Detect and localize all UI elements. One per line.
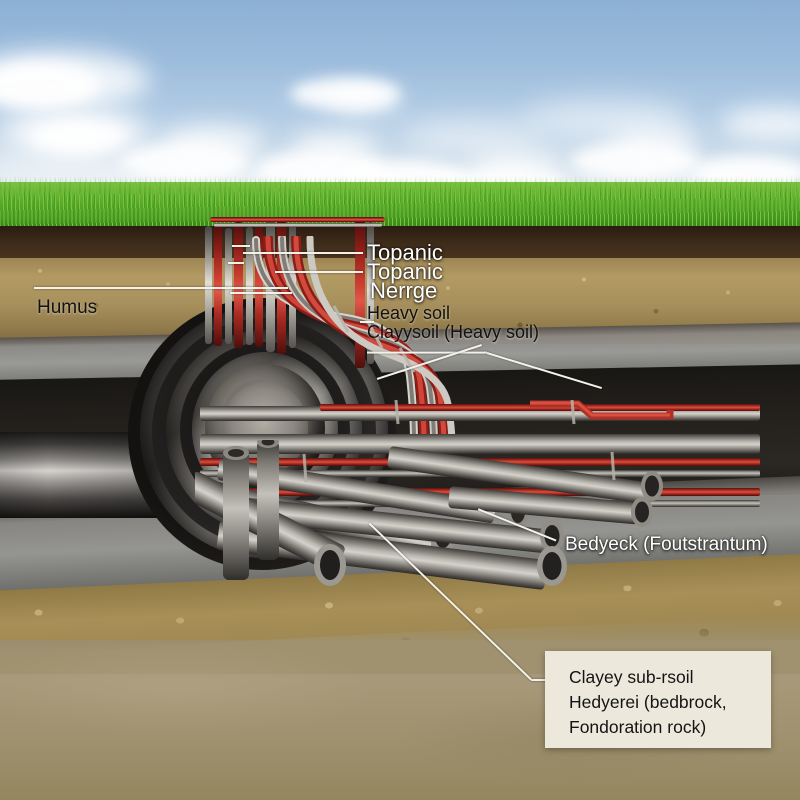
grass-blades-texture [0,176,800,232]
callout-line-2: Hedyerei (bedbrock, [569,692,727,712]
leader-callout-horizontal [531,679,555,681]
callout-line-1: Clayey sub-rsoil [569,667,694,687]
label-topanic-2: Topanic [367,259,443,284]
riser-pipes-svg [223,436,279,580]
leader-topanic-2 [275,271,363,273]
leader-tick-a [232,245,250,247]
callout-line-3: Fondoration rock) [569,717,707,737]
leader-tick-c [360,321,374,323]
conduit-bundle-surface-run [200,215,400,231]
leader-humus [34,287,288,289]
manhole-riser-pipes [205,436,325,590]
topsoil-layer [0,226,800,260]
leader-topanic-1 [243,252,363,254]
branch-pipes-svg [200,399,760,590]
label-clayysoil: Clayysoil (Heavy soil) [367,322,540,342]
leader-clayysoil [367,352,487,354]
leader-tick-b [228,262,244,264]
leader-nerrge [230,292,292,294]
label-nerrge: Nerrge [370,278,438,303]
label-topanic-1: Topanic [367,240,443,265]
label-bedyeck: Bedyeck (Foutstrantum) [565,534,768,555]
label-humus: Humus [37,297,98,318]
callout-box-clayey-subsoil: Clayey sub-rsoil Hedyerei (bedbrock, Fon… [545,651,771,748]
branch-pipe-group [200,399,760,600]
label-heavy-soil: Heavy soil [367,303,451,323]
